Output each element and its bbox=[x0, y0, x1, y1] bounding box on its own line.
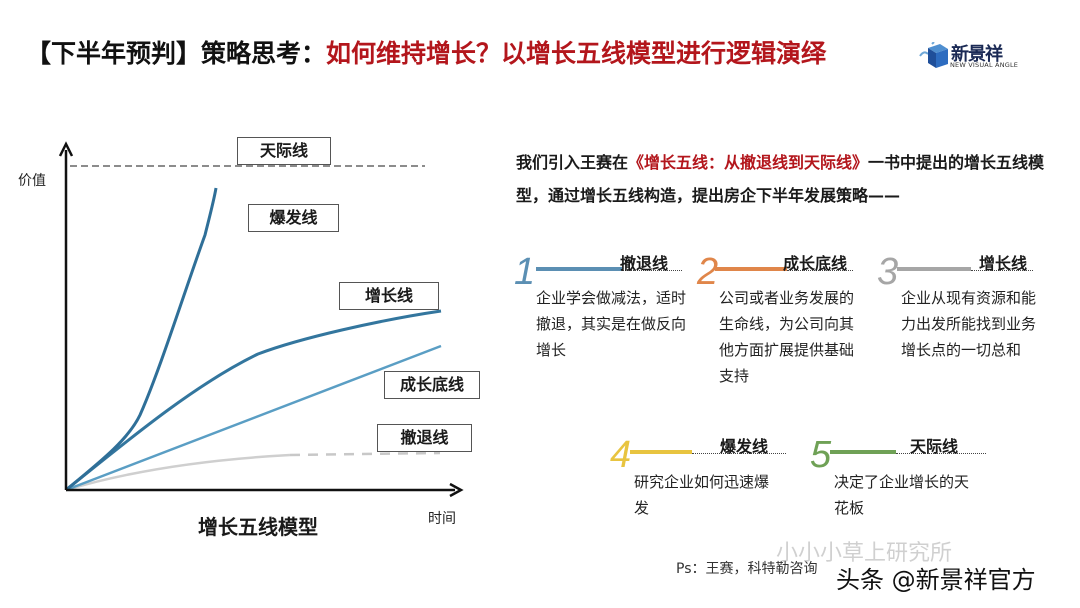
growth-five-lines-chart bbox=[58, 141, 464, 498]
x-axis-arrow-icon bbox=[449, 482, 464, 498]
intro-book-title: 《增长五线：从撤退线到天际线》 bbox=[628, 153, 869, 172]
item-number: 2 bbox=[697, 251, 719, 293]
label-growth-line: 增长线 bbox=[339, 282, 439, 310]
item-name: 撤退线 bbox=[620, 254, 669, 273]
growth-line bbox=[65, 309, 442, 492]
item-underline bbox=[787, 270, 853, 271]
label-explosion-line: 爆发线 bbox=[248, 204, 339, 232]
intro-part1: 我们引入王赛在 bbox=[516, 153, 629, 172]
item-description: 企业学会做减法，适时撤退，其实是在做反向增长 bbox=[536, 289, 687, 359]
label-retreat-line: 撤退线 bbox=[377, 424, 472, 452]
chart-caption: 增长五线模型 bbox=[198, 515, 318, 539]
line-item-3: 3 增长线 企业从现有资源和能力出发所能找到业务增长点的一切总和 bbox=[877, 252, 1047, 382]
label-sky-line: 天际线 bbox=[237, 137, 331, 165]
item-color-bar bbox=[715, 267, 787, 271]
logo-text-en: NEW VISUAL ANGLE bbox=[950, 61, 1019, 69]
item-underline bbox=[971, 270, 1033, 271]
item-name: 天际线 bbox=[910, 437, 959, 456]
y-axis-arrow-icon bbox=[58, 141, 74, 157]
explosion-line bbox=[65, 187, 218, 492]
retreat-line-dashed bbox=[289, 451, 441, 457]
company-logo: 新景祥 NEW VISUAL ANGLE bbox=[918, 40, 1043, 74]
label-baseline: 成长底线 bbox=[384, 371, 480, 399]
watermark-faint: 小小小草上研究所 bbox=[776, 541, 953, 566]
item-description: 决定了企业增长的天花板 bbox=[834, 473, 970, 517]
page-title: 【下半年预判】策略思考：如何维持增长？以增长五线模型进行逻辑演绎 bbox=[26, 34, 826, 70]
item-description: 研究企业如何迅速爆发 bbox=[634, 473, 770, 517]
intro-part2: 一书中提出的增长五线模型，通过增长五线构造，提出房企下半年发展策略—— bbox=[516, 153, 1045, 205]
item-name: 爆发线 bbox=[720, 437, 769, 456]
title-prefix: 【下半年预判】策略思考： bbox=[26, 39, 327, 68]
logo-cube-icon bbox=[919, 42, 948, 68]
item-description: 企业从现有资源和能力出发所能找到业务增长点的一切总和 bbox=[901, 289, 1037, 359]
item-color-bar bbox=[830, 450, 896, 454]
logo-text-cn: 新景祥 bbox=[951, 44, 1003, 65]
item-number: 4 bbox=[610, 434, 632, 476]
x-axis-label: 时间 bbox=[428, 511, 456, 527]
item-number: 5 bbox=[810, 434, 832, 476]
y-axis-label: 价值 bbox=[18, 173, 46, 189]
item-description: 公司或者业务发展的生命线，为公司向其他方面扩展提供基础支持 bbox=[719, 289, 855, 385]
item-underline bbox=[622, 270, 682, 271]
line-item-4: 4 爆发线 研究企业如何迅速爆发 bbox=[610, 434, 786, 525]
item-underline bbox=[692, 453, 786, 454]
item-number: 3 bbox=[877, 251, 899, 293]
retreat-line bbox=[65, 453, 291, 492]
item-number: 1 bbox=[514, 251, 536, 293]
line-item-5: 5 天际线 决定了企业增长的天花板 bbox=[810, 434, 986, 525]
item-color-bar bbox=[536, 267, 622, 271]
item-color-bar bbox=[897, 267, 971, 271]
item-color-bar bbox=[630, 450, 692, 454]
item-name: 增长线 bbox=[979, 254, 1028, 273]
footnote: Ps：王赛，科特勒咨询 bbox=[676, 561, 818, 577]
intro-paragraph: 我们引入王赛在《增长五线：从撤退线到天际线》一书中提出的增长五线模型，通过增长五… bbox=[516, 146, 1056, 212]
item-underline bbox=[896, 453, 986, 454]
title-highlight: 如何维持增长？以增长五线模型进行逻辑演绎 bbox=[326, 39, 827, 68]
watermark-source: 头条 @新景祥官方 bbox=[836, 566, 1036, 594]
item-name: 成长底线 bbox=[783, 254, 848, 273]
line-item-1: 1 撤退线 企业学会做减法，适时撤退，其实是在做反向增长 bbox=[514, 251, 687, 362]
baseline-line bbox=[65, 344, 442, 492]
line-item-2: 2 成长底线 公司或者业务发展的生命线，为公司向其他方面扩展提供基础支持 bbox=[697, 251, 857, 385]
